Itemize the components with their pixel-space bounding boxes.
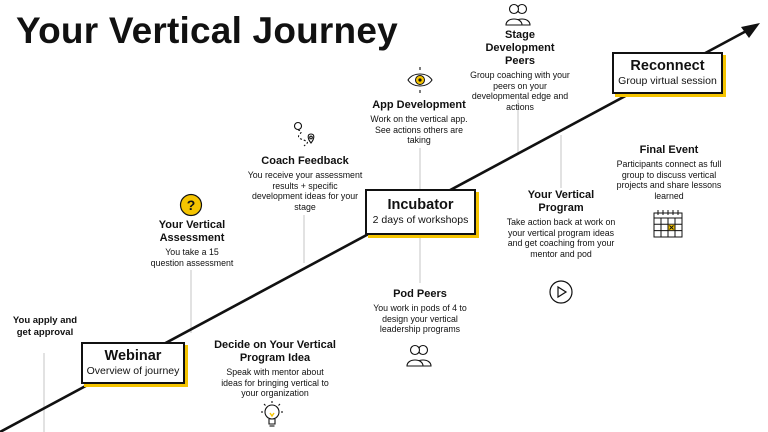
stage-incubator-subtitle: 2 days of workshops [372,214,469,226]
step-program: Your Vertical Program Take action back a… [505,189,617,259]
step-app-desc: Work on the vertical app. See actions ot… [370,114,468,146]
step-assessment-desc: You take a 15 question assessment [150,247,234,268]
step-stage-peers-title: Stage Development Peers [485,29,555,67]
step-stage-peers: Stage Development Peers Group coaching w… [464,29,576,112]
stage-webinar: Webinar Overview of journey [81,342,185,384]
step-pod-title: Pod Peers [393,288,447,300]
page-title: Your Vertical Journey [16,10,398,51]
stage-incubator: Incubator 2 days of workshops [365,189,476,235]
step-program-desc: Take action back at work on your vertica… [506,217,616,259]
step-decide-desc: Speak with mentor about ideas for bringi… [221,367,329,399]
lightbulb-icon [261,401,283,427]
calendar-icon [653,210,683,238]
stage-webinar-subtitle: Overview of journey [86,365,180,377]
step-decide: Decide on Your Vertical Program Idea Spe… [210,339,340,399]
stage-reconnect-title: Reconnect [630,58,705,74]
step-assessment: Your Vertical Assessment You take a 15 q… [136,219,248,268]
route-pin-icon [293,121,315,147]
step-coach-title: Coach Feedback [261,155,349,167]
step-final: Final Event Participants connect as full… [614,144,724,201]
stage-reconnect-subtitle: Group virtual session [618,75,717,87]
step-program-title: Your Vertical Program [527,189,595,214]
step-app-title: App Development [372,99,466,111]
step-apply: You apply and get approval [10,315,80,339]
step-assessment-title: Your Vertical Assessment [158,219,226,244]
step-coach: Coach Feedback You receive your assessme… [246,155,364,212]
step-app: App Development Work on the vertical app… [362,99,476,146]
stage-incubator-title: Incubator [387,197,454,213]
play-icon [549,280,573,304]
question-icon: ? [179,193,203,217]
step-apply-title: You apply and get approval [12,315,78,338]
step-final-title: Final Event [639,144,699,156]
stage-webinar-title: Webinar [104,348,162,364]
step-decide-title: Decide on Your Vertical Program Idea [214,339,336,364]
people-icon-stage-peers [505,3,531,26]
step-coach-desc: You receive your assessment results + sp… [247,170,363,212]
svg-text:?: ? [187,197,196,213]
stage-reconnect: Reconnect Group virtual session [612,52,723,94]
step-final-desc: Participants connect as full group to di… [616,159,722,201]
step-pod-desc: You work in pods of 4 to design your ver… [373,303,467,335]
step-pod: Pod Peers You work in pods of 4 to desig… [364,288,476,335]
eye-icon [407,67,433,93]
step-stage-peers-desc: Group coaching with your peers on your d… [470,70,570,112]
journey-arrow-head [741,23,760,38]
people-icon [406,344,432,367]
